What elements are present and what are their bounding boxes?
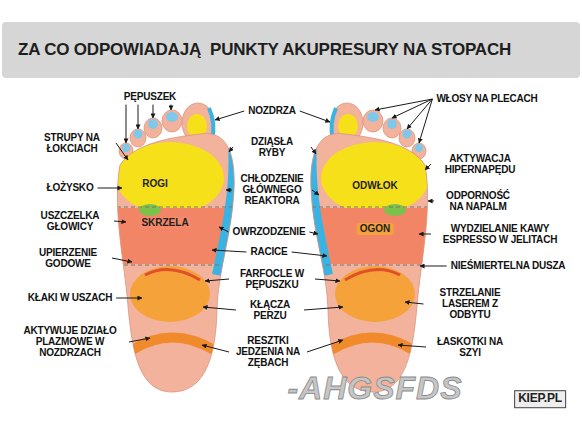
- leader-line: [226, 190, 232, 191]
- leader-line: [307, 340, 343, 352]
- leader-line: [215, 111, 244, 120]
- zone-area: ODWŁOK: [349, 180, 401, 192]
- leader-line: [315, 279, 340, 281]
- leader-line: [202, 345, 229, 352]
- zone-name: OGON: [360, 223, 391, 235]
- leader-line: [309, 232, 318, 234]
- leader-line: [114, 221, 126, 222]
- zone-area: SKRZELA: [138, 217, 191, 229]
- leader-line: [407, 99, 432, 129]
- leader-line: [97, 188, 122, 189]
- leader-line: [171, 105, 172, 110]
- callout-label: ŁASKOTKI NA SZYI: [429, 336, 511, 358]
- leader-line: [112, 258, 132, 262]
- leader-line: [392, 99, 432, 118]
- leader-line: [425, 164, 431, 170]
- zone-name: ODWŁOK: [352, 180, 398, 192]
- leader-line: [300, 111, 330, 122]
- leader-line: [205, 279, 229, 281]
- site-logo: KIEP.PL: [514, 390, 566, 408]
- zone-area: OGON: [357, 223, 394, 235]
- zone-name: ROGI: [142, 178, 168, 190]
- leader-line: [129, 338, 150, 342]
- leader-line: [219, 227, 229, 232]
- zone-name: SKRZELA: [141, 217, 188, 229]
- callout-label: AKTYWUJE DZIAŁO PLAZMOWE W NOZDRZACH: [14, 325, 126, 359]
- callout-label: UPIERZENIE GODOWE: [27, 247, 109, 269]
- leader-line: [304, 307, 343, 310]
- leader-line: [428, 201, 434, 202]
- leader-line: [126, 105, 127, 143]
- callout-label: RESZTKI JEDZENIA NA ZĘBACH: [232, 335, 304, 369]
- callout-label: DZIĄSŁA RYBY: [236, 136, 308, 158]
- leader-line: [229, 147, 233, 152]
- leader-line: [398, 345, 426, 347]
- leader-line: [375, 99, 432, 110]
- leader-line: [153, 105, 154, 118]
- callout-label: CHŁODZENIE GŁÓWNEGO REAKTORA: [235, 173, 309, 207]
- callout-label: FARFOCLE W PĘPUSZKU: [232, 268, 312, 290]
- title: ZA CO ODPOWIADAJĄ PUNKTY AKUPRESURY NA S…: [18, 40, 511, 60]
- callout-label: KŁĄCZA PERZU: [239, 299, 301, 321]
- callout-label: NIEŚMIERTELNA DUSZA: [450, 260, 567, 271]
- leader-line: [311, 147, 316, 154]
- leader-line: [312, 190, 319, 195]
- callout-label: PĘPUSZEK: [123, 91, 177, 102]
- callout-label: USZCZELKA GŁOWICY: [29, 210, 111, 232]
- zone-area: ROGI: [139, 178, 171, 190]
- callout-label: AKTYWACJA HIPERNAPĘDU: [434, 153, 526, 175]
- watermark: -AHGSFDS: [286, 372, 463, 404]
- title-bar: [2, 22, 580, 78]
- leader-line: [203, 307, 236, 310]
- callout-label: WŁOSY NA PLECACH: [435, 93, 538, 104]
- callout-label: ODPORNOŚĆ NA NAPALM: [437, 190, 519, 212]
- leader-line: [405, 302, 424, 304]
- left-foot: [110, 103, 240, 392]
- leader-line: [419, 234, 431, 235]
- callout-label: STRUPY NA ŁOKCIACH: [31, 132, 113, 154]
- leader-line: [420, 266, 447, 267]
- leader-line: [138, 105, 139, 129]
- leader-line: [116, 143, 128, 160]
- leader-line: [212, 250, 246, 252]
- callout-label: NOZDRZA: [247, 105, 296, 116]
- right-foot: [305, 103, 435, 392]
- leader-line: [116, 298, 142, 299]
- leader-line: [292, 252, 327, 256]
- callout-label: STRZELANIE LASEREM Z ODBYTU: [427, 287, 514, 321]
- callout-label: KŁAKI W USZACH: [27, 292, 113, 303]
- callout-label: ŁOŻYSKO: [46, 182, 95, 193]
- callout-label: RACICE: [249, 246, 288, 257]
- callout-label: OWRZODZENIE: [232, 226, 307, 237]
- callout-label: WYDZIELANIE KAWY ESPRESSO W JELITACH: [434, 223, 566, 245]
- leader-line: [419, 99, 432, 143]
